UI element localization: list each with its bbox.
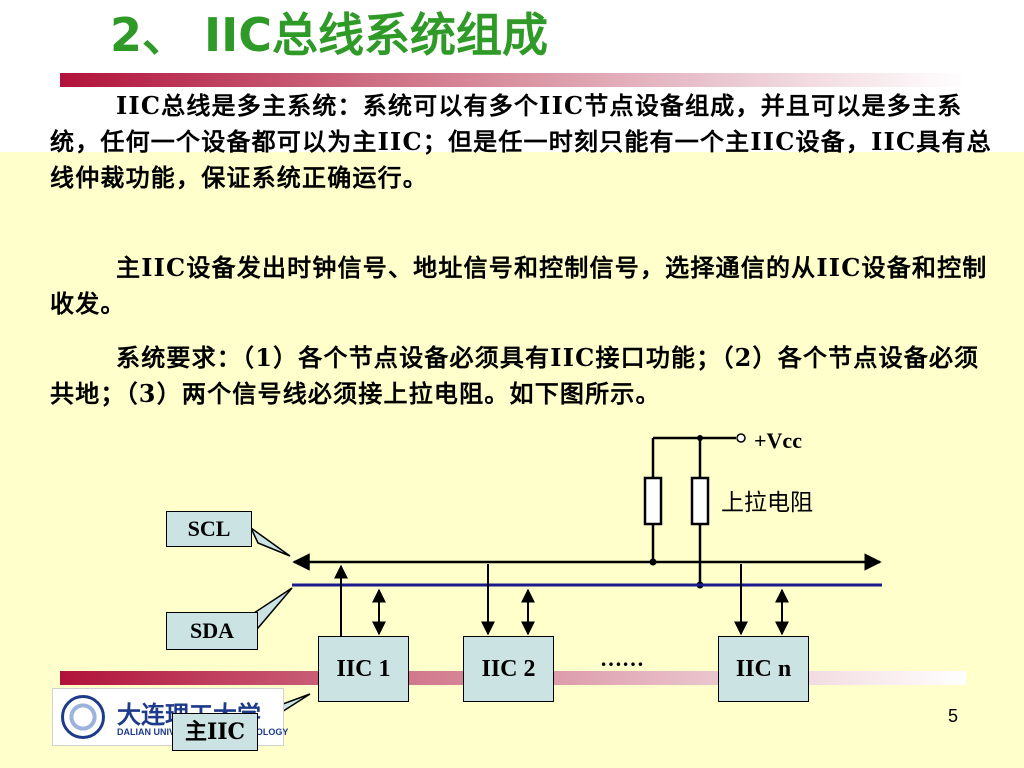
title-underline-bar bbox=[60, 73, 966, 87]
pullup-resistor-label: 上拉电阻 bbox=[721, 490, 813, 516]
paragraph-requirements: 系统要求：（1）各个节点设备必须具有IIC接口功能；（2）各个节点设备必须共地；… bbox=[50, 343, 980, 408]
devices-ellipsis: …… bbox=[600, 646, 644, 671]
slide-title: 2、 IIC总线系统组成 bbox=[110, 8, 549, 62]
pullup-resistor-sda bbox=[690, 476, 710, 526]
page-number: 5 bbox=[948, 706, 959, 726]
scl-callout-pointer bbox=[249, 525, 291, 557]
paragraph-multimaster: IIC总线是多主系统：系统可以有多个IIC节点设备组成，并且可以是多主系统，任何… bbox=[50, 91, 992, 192]
iic-device-2: IIC 2 bbox=[463, 636, 554, 702]
pullup-resistor-scl bbox=[643, 476, 663, 526]
university-seal-icon bbox=[61, 695, 105, 739]
sda-label: SDA bbox=[166, 612, 258, 650]
paragraph-master-role: 主IIC设备发出时钟信号、地址信号和控制信号，选择通信的从IIC设备和控制收发。 bbox=[50, 253, 988, 318]
iic-device-1: IIC 1 bbox=[318, 636, 409, 702]
iic-device-n: IIC n bbox=[718, 636, 809, 702]
vcc-label: +Vcc bbox=[754, 428, 802, 453]
master-iic-label: 主IIC bbox=[172, 713, 258, 751]
vcc-terminal bbox=[736, 433, 746, 443]
scl-label: SCL bbox=[166, 511, 252, 547]
